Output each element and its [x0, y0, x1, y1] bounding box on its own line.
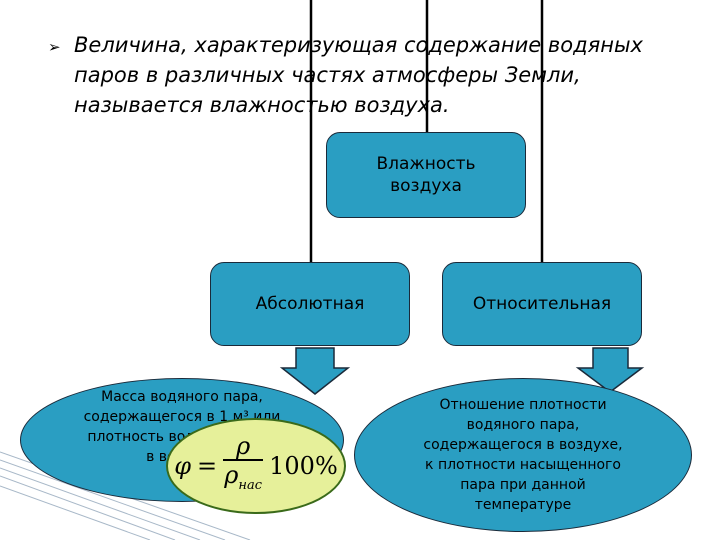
- formula-factor: 100%: [269, 452, 338, 480]
- node-relative: Относительная: [442, 262, 642, 346]
- formula-denominator: ρнас: [224, 460, 262, 493]
- root-node-label: Влажность воздуха: [376, 154, 476, 196]
- formula-numerator: ρ: [236, 431, 251, 460]
- relative-description-text: Отношение плотности водяного пара, содер…: [423, 397, 623, 513]
- formula-oval: φ = ρ ρнас 100%: [166, 418, 346, 514]
- fraction-bar: [223, 458, 264, 461]
- bullet-icon: ➢: [48, 38, 61, 56]
- formula-denominator-sub: нас: [238, 477, 262, 493]
- relative-humidity-formula: φ = ρ ρнас 100%: [168, 420, 344, 512]
- node-absolute-label: Абсолютная: [255, 294, 365, 314]
- formula-phi: φ: [174, 452, 192, 480]
- down-arrow-right: [575, 347, 645, 393]
- relative-description-ellipse: Отношение плотности водяного пара, содер…: [354, 378, 692, 532]
- root-node-humidity: Влажность воздуха: [326, 132, 526, 218]
- formula-equals: =: [197, 452, 218, 480]
- node-relative-label: Относительная: [472, 294, 612, 314]
- down-arrow-left: [279, 347, 351, 395]
- slide-paragraph: Величина, характеризующая содержание вод…: [74, 33, 643, 117]
- formula-fraction: ρ ρнас: [223, 431, 264, 500]
- node-absolute: Абсолютная: [210, 262, 410, 346]
